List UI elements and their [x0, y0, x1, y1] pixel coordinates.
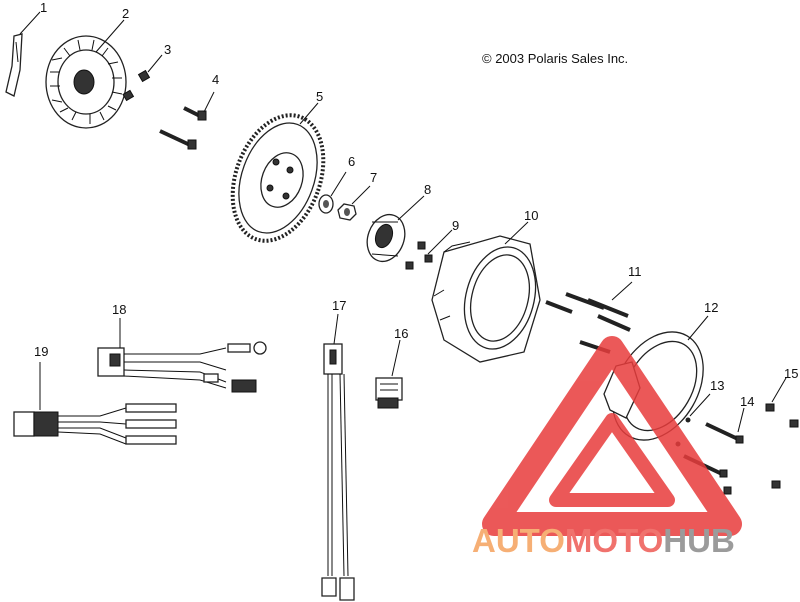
callout-2: 2: [122, 6, 129, 21]
part-8-hub: [366, 195, 425, 263]
callout-5: 5: [316, 89, 323, 104]
part-10-housing: [431, 221, 541, 363]
callout-15: 15: [784, 366, 798, 381]
watermark-logo: AUTOMOTOHUB: [472, 336, 742, 559]
part-5-flywheel: [230, 102, 326, 243]
callout-9: 9: [452, 218, 459, 233]
callout-3: 3: [164, 42, 171, 57]
part-17-harness: [321, 313, 355, 601]
watermark-word-hub: HUB: [663, 522, 735, 559]
part-15-screws: [765, 377, 799, 489]
part-16-connector: [375, 339, 403, 409]
callout-7: 7: [370, 170, 377, 185]
part-2-stator: [45, 19, 127, 129]
callout-1: 1: [40, 0, 47, 15]
part-4-bolts: [159, 91, 215, 150]
callout-14: 14: [740, 394, 754, 409]
callout-6: 6: [348, 154, 355, 169]
callout-4: 4: [212, 72, 219, 87]
callout-13: 13: [710, 378, 724, 393]
part-1-bracket: [5, 11, 41, 97]
callout-19: 19: [34, 344, 48, 359]
callout-10: 10: [524, 208, 538, 223]
part-18-harness: [97, 318, 267, 393]
callout-18: 18: [112, 302, 126, 317]
part-11-bolts: [545, 281, 633, 354]
watermark-word-auto: AUTO: [472, 522, 565, 559]
part-3-screws: [122, 54, 163, 102]
callout-16: 16: [394, 326, 408, 341]
callout-12: 12: [704, 300, 718, 315]
watermark-word-moto: MOTO: [565, 522, 663, 559]
part-7-nut: [337, 185, 371, 221]
callouts: 1 2 3 4 5 6 7 8 9 10 11 12 13 14 15 16 1…: [34, 0, 798, 409]
callout-8: 8: [424, 182, 431, 197]
part-19-harness: [13, 362, 177, 445]
callout-17: 17: [332, 298, 346, 313]
part-9-screws: [405, 229, 453, 270]
copyright-text: © 2003 Polaris Sales Inc.: [482, 51, 628, 66]
callout-11: 11: [628, 264, 642, 279]
watermark-text-auto: AUTOMOTOHUB: [472, 522, 735, 559]
part-6-washer: [318, 171, 347, 214]
